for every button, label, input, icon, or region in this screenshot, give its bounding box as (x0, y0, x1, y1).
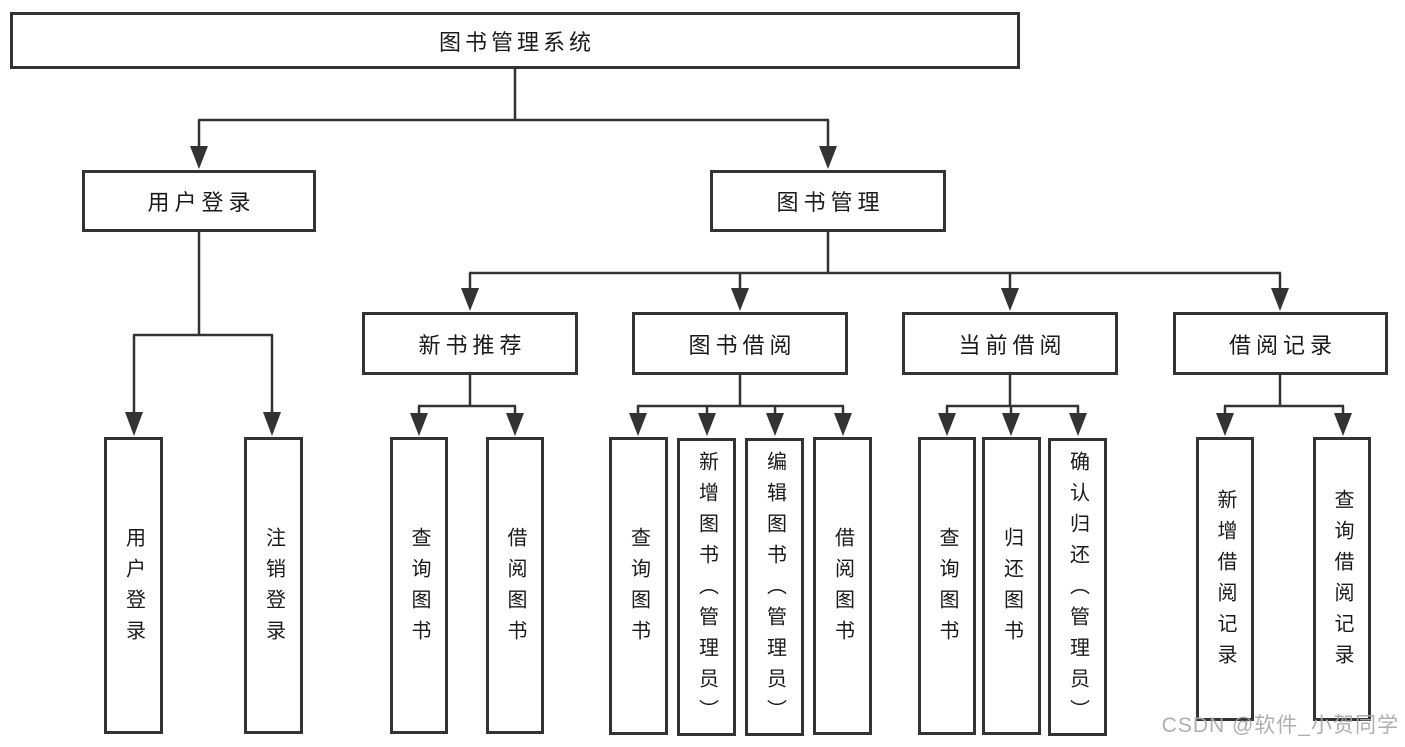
node-user-login: 用户登录 (82, 170, 316, 232)
edge-book-mgmt-to-l3 (468, 232, 1282, 289)
arrowheads-l3 (461, 288, 1289, 311)
leaf-logout: 注销登录 (244, 437, 303, 734)
edge-borrow-to-leaves (636, 375, 845, 414)
edge-user-login-to-leaves (132, 232, 274, 413)
edge-root-to-l2 (197, 68, 830, 147)
leaf-current-query: 查询图书 (918, 437, 976, 735)
arrowheads-records (1216, 413, 1352, 436)
node-book-borrow: 图书借阅 (632, 312, 848, 375)
leaf-borrow-query: 查询图书 (609, 437, 668, 735)
arrowheads-borrow (629, 413, 852, 436)
node-new-book-recommend: 新书推荐 (362, 312, 578, 375)
node-book-management: 图书管理 (710, 170, 946, 232)
edge-records-to-leaves (1223, 375, 1345, 414)
leaf-borrow-edit-admin: 编辑图书（管理员） (745, 438, 804, 736)
leaf-user-login: 用户登录 (104, 437, 163, 734)
node-root: 图书管理系统 (10, 12, 1020, 69)
leaf-borrow-book: 借阅图书 (813, 437, 872, 735)
leaf-newbook-query: 查询图书 (390, 437, 448, 734)
leaf-record-add: 新增借阅记录 (1196, 437, 1254, 721)
edge-new-book-to-leaves (417, 375, 517, 414)
arrowheads-user-login (125, 412, 281, 436)
leaf-current-confirm-admin: 确认归还（管理员） (1048, 438, 1107, 736)
node-current-borrow: 当前借阅 (902, 312, 1118, 375)
arrowheads-new-book (410, 413, 524, 436)
arrowheads-current (938, 413, 1087, 436)
leaf-record-query: 查询借阅记录 (1313, 437, 1371, 721)
edge-current-to-leaves (945, 375, 1080, 414)
leaf-current-return: 归还图书 (982, 437, 1041, 735)
arrowheads-l2 (190, 146, 837, 169)
leaf-newbook-borrow: 借阅图书 (486, 437, 544, 734)
node-borrow-records: 借阅记录 (1173, 312, 1388, 375)
watermark: CSDN @软件_小贺同学 (1161, 714, 1399, 737)
leaf-borrow-add-admin: 新增图书（管理员） (677, 438, 736, 736)
